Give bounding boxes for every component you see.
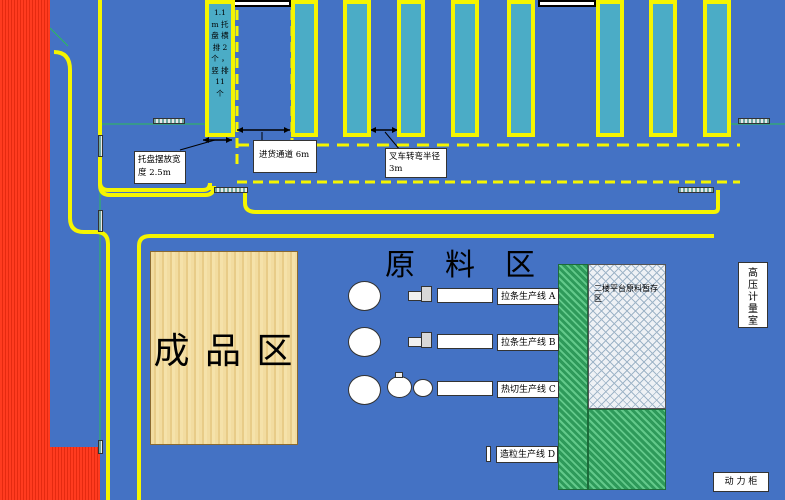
production-line-c-label: 热切生产线 C [497, 381, 559, 398]
hot-cutter-top [395, 372, 403, 378]
extruder-body [421, 286, 432, 302]
drain-grate [738, 118, 770, 124]
storage-rack [703, 0, 731, 137]
raw-material-zone-title: 原 料 区 [385, 248, 535, 283]
staging-area-label: 二楼平台原料暂存区 [594, 284, 658, 303]
dock-door-1 [233, 0, 291, 7]
storage-rack [343, 0, 371, 137]
production-line-a-label: 拉条生产线 A [497, 288, 559, 305]
hot-cutter-cooler [413, 379, 433, 397]
mixer-tank [348, 281, 381, 311]
production-line-b-conveyor [437, 334, 493, 349]
drain-grate [678, 187, 714, 193]
power-cabinet-label: 动 力 柜 [724, 477, 758, 487]
production-line-d-label: 造粒生产线 D [496, 446, 558, 463]
storage-rack [507, 0, 535, 137]
hv-metering-room-label: 高压计量室 [748, 268, 758, 327]
inbound-aisle-callout: 进货通道 6m [253, 140, 317, 173]
drain-grate [98, 135, 103, 157]
storage-rack [397, 0, 425, 137]
storage-rack [451, 0, 479, 137]
pallet-note: 1.1 m 托 盘 横 排 2 个 ， 竖 排 11 个 [211, 8, 229, 98]
drain-grate [98, 210, 103, 232]
production-line-d-head [486, 446, 491, 462]
dock-door-2 [538, 0, 596, 7]
hv-metering-room: 高压计量室 [738, 262, 768, 328]
power-cabinet: 动 力 柜 [713, 472, 769, 492]
staging-area-green [558, 264, 588, 490]
extruder-head [408, 291, 422, 301]
production-line-a-conveyor [437, 288, 493, 303]
extruder-head [408, 337, 422, 347]
drain-grate [98, 440, 103, 454]
storage-rack [649, 0, 677, 137]
mixer-tank [348, 375, 381, 405]
mixer-tank [348, 327, 381, 357]
staging-area-green-lower [588, 409, 666, 490]
finished-goods-zone: 成 品 区 [150, 251, 298, 445]
storage-rack [291, 0, 318, 137]
left-wall [0, 0, 50, 500]
storage-rack: 1.1 m 托 盘 横 排 2 个 ， 竖 排 11 个 [205, 0, 235, 137]
drain-grate [153, 118, 185, 124]
bottom-left-wall [50, 447, 100, 500]
staging-area-upper [588, 264, 666, 409]
extruder-body [421, 332, 432, 348]
forklift-radius-callout: 叉车转弯半径 3m [385, 148, 447, 178]
production-line-b-label: 拉条生产线 B [497, 334, 559, 351]
hot-cutter-hopper [387, 376, 412, 398]
storage-rack [596, 0, 624, 137]
pallet-width-callout: 托盘摆放宽度 2.5m [134, 151, 186, 184]
finished-goods-label: 成 品 区 [153, 331, 295, 372]
production-line-c-conveyor [437, 381, 493, 396]
drain-grate [214, 187, 248, 193]
